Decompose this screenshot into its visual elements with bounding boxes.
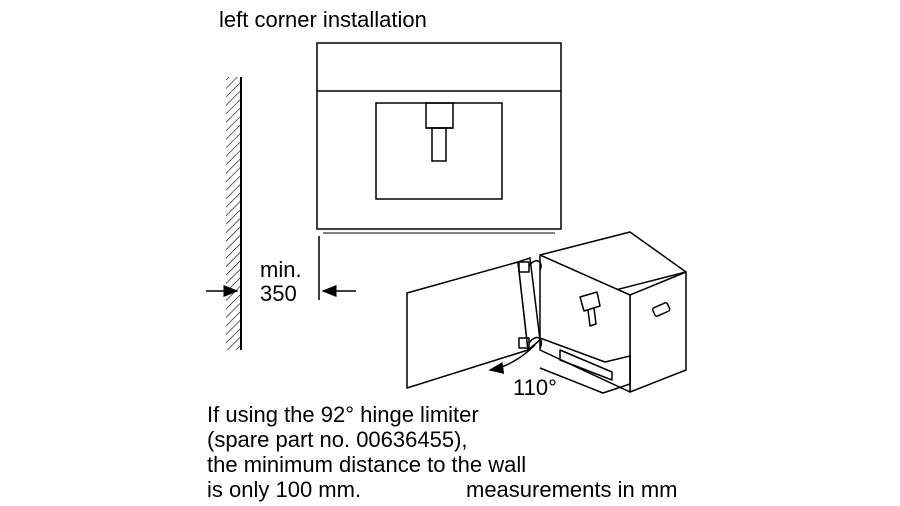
- dimension-label-value: 350: [260, 281, 297, 306]
- note-line: If using the 92° hinge limiter: [207, 402, 479, 427]
- appliance-perspective-view: [406, 231, 687, 394]
- appliance-front-view: [316, 42, 562, 234]
- note-line: the minimum distance to the wall: [207, 452, 527, 477]
- wall: [226, 77, 242, 350]
- note-line: is only 100 mm.: [207, 477, 362, 502]
- note-line: (spare part no. 00636455),: [207, 427, 468, 452]
- angle-label: 110°: [513, 375, 557, 400]
- distance-dimension: [206, 236, 356, 300]
- opening-angle-arc: [488, 344, 536, 374]
- units-label: measurements in mm: [466, 477, 678, 502]
- dimension-label-min: min.: [260, 257, 302, 282]
- dispenser-recess: [375, 102, 503, 200]
- spout: [431, 127, 447, 162]
- diagram-title: left corner installation: [219, 7, 427, 32]
- spout-head: [425, 102, 454, 129]
